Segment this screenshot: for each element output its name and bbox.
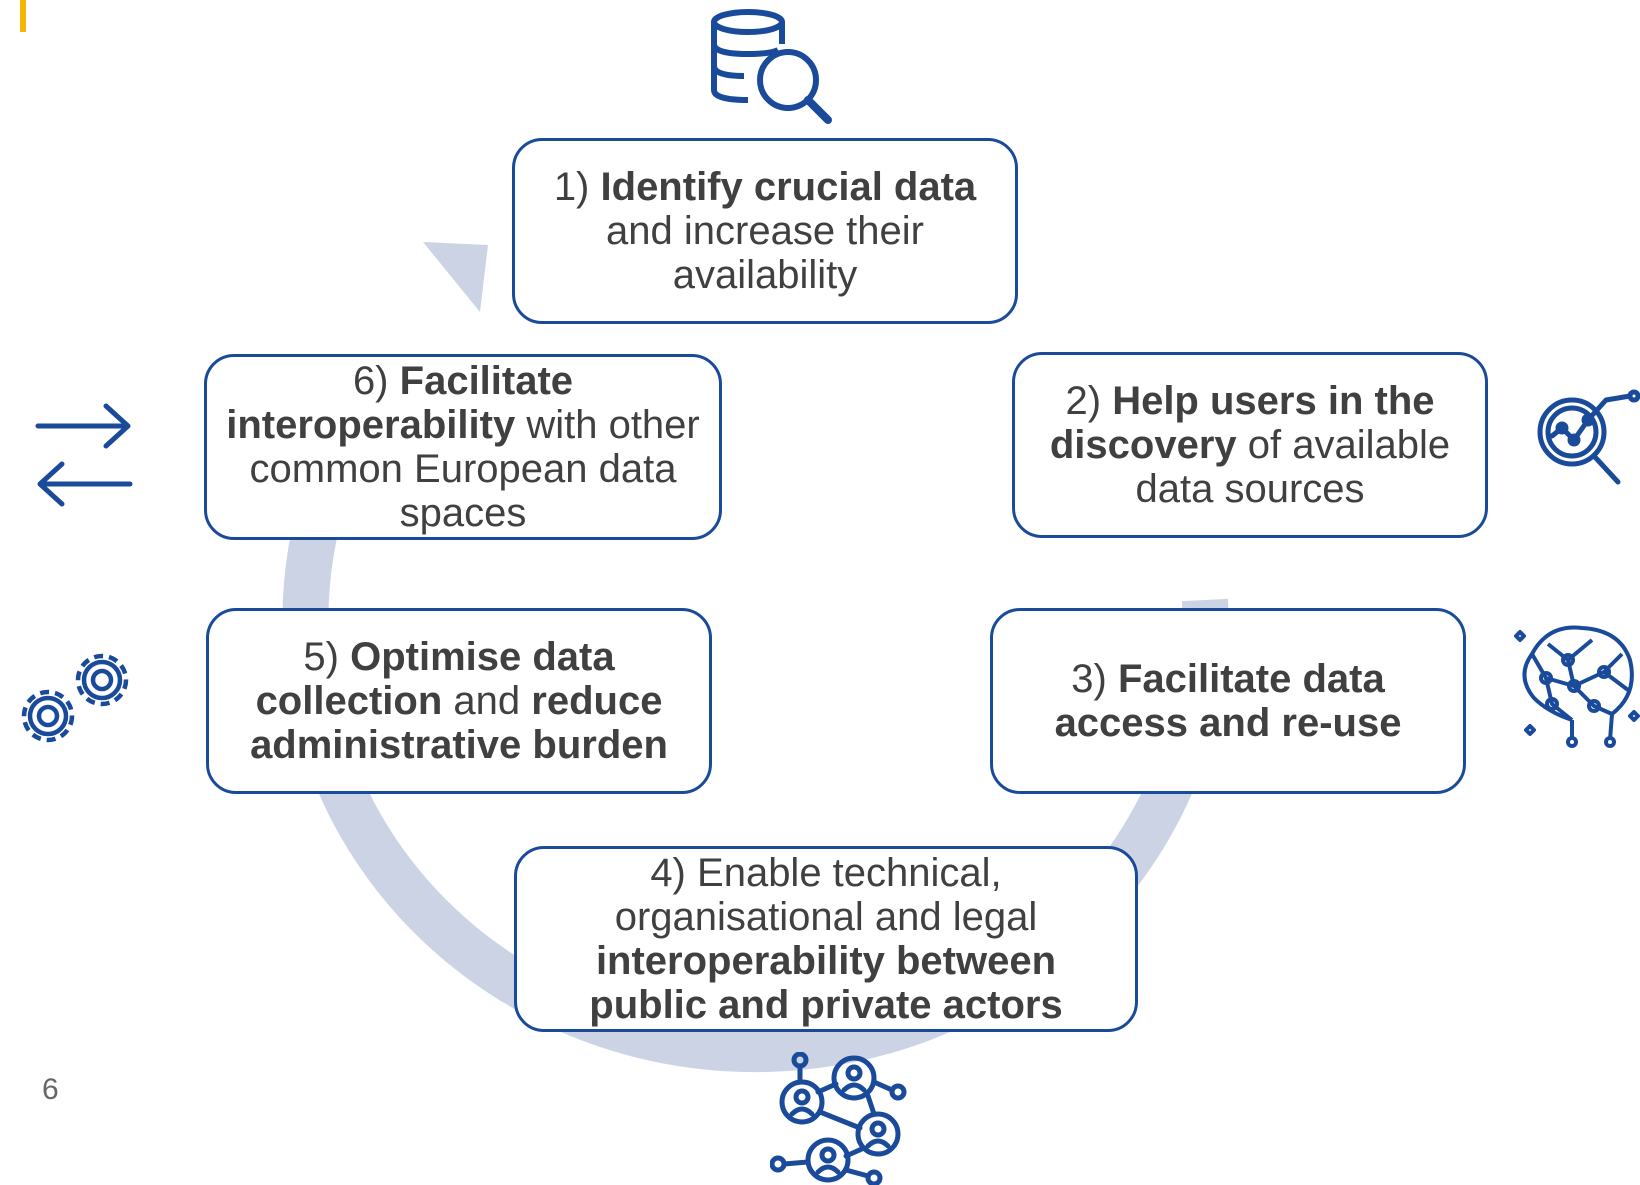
step-5-box: 5) Optimise data collection and reduce a… — [206, 608, 712, 794]
step-4-bold: interoperability between public and priv… — [589, 939, 1063, 1027]
step-3-box: 3) Facilitate data access and re-use — [990, 608, 1466, 794]
step-5-number: 5) — [303, 635, 339, 679]
step-2-number: 2) — [1065, 379, 1102, 423]
analytics-magnifier-icon — [1537, 389, 1640, 485]
step-6-box: 6) Facilitate interoperability with othe… — [204, 354, 722, 540]
step-3-number: 3) — [1071, 657, 1107, 701]
step-2-bold: Help users in the discovery — [1049, 379, 1435, 467]
step-5-bold-2: reduce administrative burden — [250, 679, 668, 767]
step-4-text: Enable technical, organisational and leg… — [614, 851, 1038, 939]
step-4-number: 4) — [650, 851, 686, 895]
step-1-text: and increase their availability — [606, 209, 924, 297]
step-6-number: 6) — [352, 359, 389, 403]
database-search-icon — [711, 9, 832, 124]
step-5-bold-1: Optimise data collection — [255, 635, 615, 723]
step-1-number: 1) — [553, 165, 590, 209]
step-2-box: 2) Help users in the discovery of availa… — [1012, 352, 1488, 538]
step-2-text: of available data sources — [1135, 423, 1451, 511]
step-6-bold: Facilitate interoperability — [226, 359, 574, 447]
gears-icon — [21, 653, 129, 743]
people-network-icon — [770, 1052, 907, 1185]
accent-bar — [20, 0, 26, 32]
step-4-box: 4) Enable technical, organisational and … — [514, 846, 1138, 1032]
step-6-text: with other common European data spaces — [249, 403, 700, 535]
ai-brain-network-icon — [1514, 625, 1640, 748]
page-number: 6 — [42, 1073, 59, 1106]
exchange-arrows-icon — [35, 403, 133, 507]
step-1-box: 1) Identify crucial data and increase th… — [512, 138, 1018, 324]
step-5-text: and — [453, 679, 521, 723]
step-1-bold: Identify crucial data — [600, 165, 977, 209]
step-3-bold: Facilitate data access and re-use — [1054, 657, 1402, 745]
